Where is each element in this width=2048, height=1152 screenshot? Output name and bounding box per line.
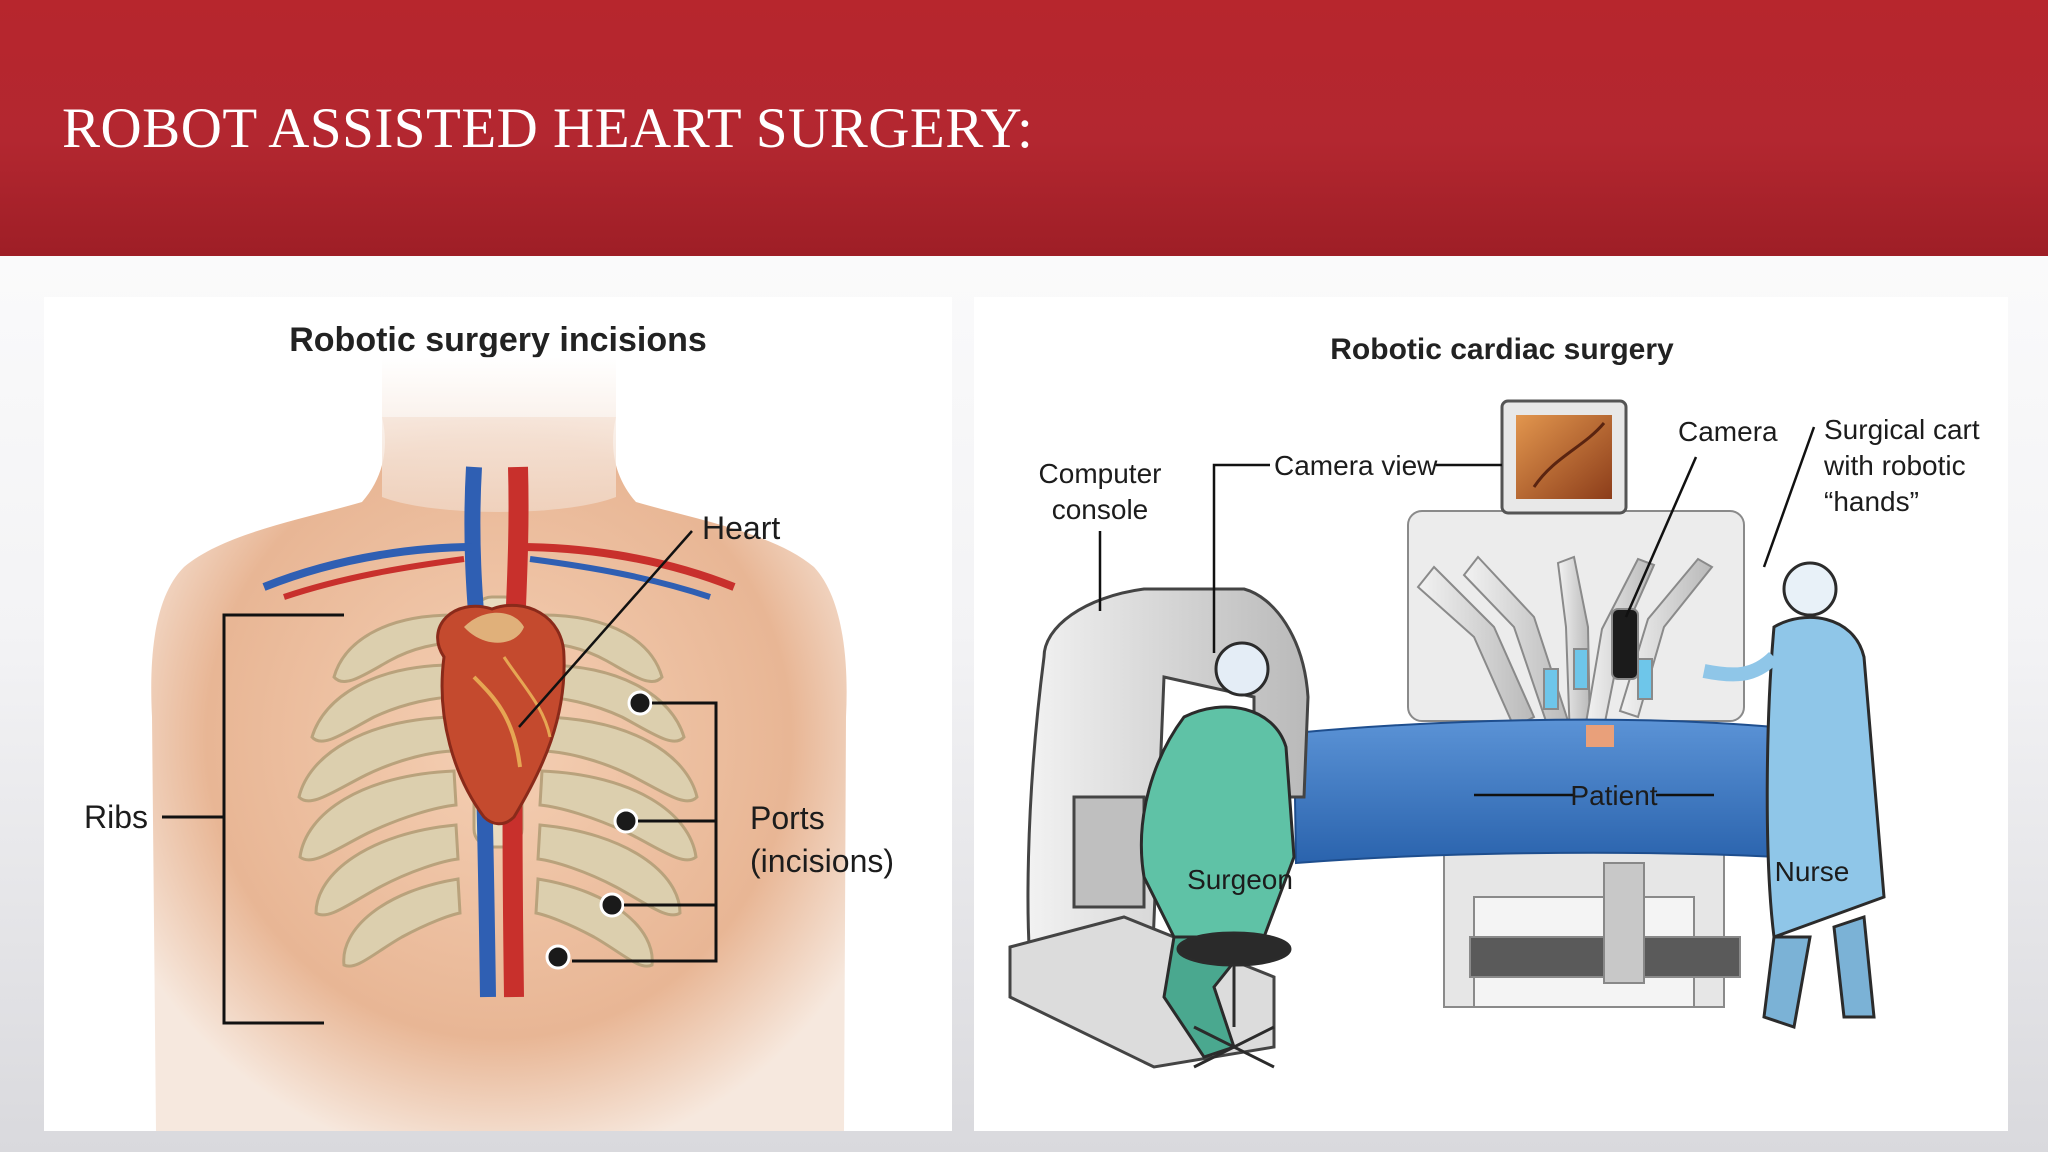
camera-view-monitor <box>1500 399 1628 515</box>
patient-label: Patient <box>1570 780 1657 811</box>
torso-illustration <box>151 357 847 1131</box>
surgical-cart-label: Surgical cart <box>1824 414 1980 445</box>
ribs-label: Ribs <box>84 799 148 835</box>
computer-console-label: Computer <box>1039 458 1162 489</box>
surgical-cart-sublabel-2: “hands” <box>1824 486 1919 517</box>
nurse-label: Nurse <box>1775 856 1850 887</box>
camera-label: Camera <box>1678 416 1778 447</box>
surgeon-figure <box>1139 641 1296 1069</box>
cardiac-figure-title: Robotic cardiac surgery <box>1330 333 1674 366</box>
surgical-cart-sublabel-1: with robotic <box>1823 450 1966 481</box>
nurse-figure <box>1702 561 1886 1029</box>
incisions-diagram: Robotic surgery incisions <box>84 321 894 1131</box>
ribs-bracket <box>222 613 344 1025</box>
ports-bracket <box>572 701 718 963</box>
cardiac-surgery-diagram: Robotic cardiac surgery <box>1008 333 1980 1069</box>
heart-illustration <box>436 603 566 826</box>
incision-ports <box>545 690 653 970</box>
heart-label: Heart <box>702 510 780 546</box>
surgeon-label: Surgeon <box>1187 864 1293 895</box>
ports-sublabel: (incisions) <box>750 843 894 879</box>
title-bar: ROBOT ASSISTED HEART SURGERY: <box>0 0 2048 256</box>
computer-console-sublabel: console <box>1052 494 1149 525</box>
ports-label: Ports <box>750 800 825 836</box>
slide-title: ROBOT ASSISTED HEART SURGERY: <box>62 97 1034 160</box>
incisions-figure-title: Robotic surgery incisions <box>289 321 707 359</box>
camera-view-label: Camera view <box>1274 450 1438 481</box>
cardiac-surgery-diagram-panel: Robotic cardiac surgery <box>974 297 2008 1131</box>
incisions-diagram-panel: Robotic surgery incisions <box>44 297 952 1131</box>
